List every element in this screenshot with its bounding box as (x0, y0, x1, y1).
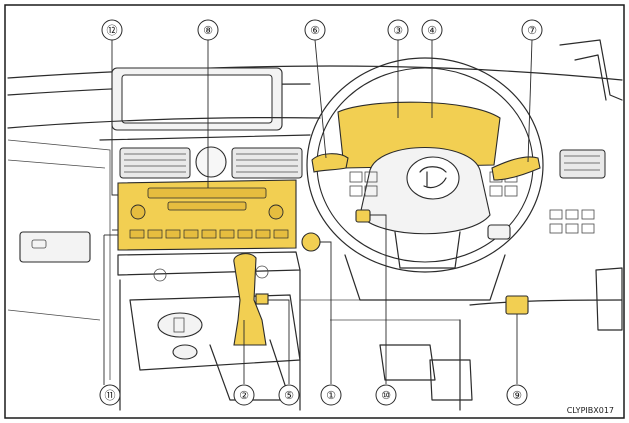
audio-climate-panel (117, 179, 297, 251)
dashboard-top-line (7, 117, 321, 129)
callout-8: ⑧ (197, 19, 219, 41)
parking-brake-pedal (505, 295, 529, 315)
svg-text:③: ③ (393, 24, 403, 37)
svg-text:⑤: ⑤ (284, 389, 294, 402)
image-code: CLYPIBX017 (567, 406, 614, 415)
svg-text:⑧: ⑧ (203, 24, 213, 37)
callout-5: ⑤ (278, 384, 300, 406)
callout-6: ⑥ (304, 19, 326, 41)
callout-markers: ⑫ ⑧ ⑥ ③ ④ ⑦ ⑪ ② ⑤ ① ⑩ ⑨ (99, 19, 543, 406)
center-display (111, 67, 283, 131)
leader-lines (207, 39, 533, 384)
svg-text:⑥: ⑥ (310, 24, 320, 37)
callout-10: ⑩ (375, 384, 397, 406)
left-stalk (311, 153, 349, 173)
svg-text:⑫: ⑫ (107, 24, 118, 37)
shift-lever (233, 253, 269, 346)
center-console (117, 251, 301, 401)
analog-clock (195, 146, 227, 178)
column-switch (355, 209, 371, 223)
center-vents (119, 146, 303, 179)
callout-7: ⑦ (521, 19, 543, 41)
callout-1: ① (320, 384, 342, 406)
meter-cluster (337, 101, 501, 169)
driver-side-panel (505, 149, 623, 331)
svg-text:①: ① (326, 389, 336, 402)
callout-4: ④ (421, 19, 443, 41)
steering-wheel (306, 57, 544, 301)
svg-text:②: ② (239, 389, 249, 402)
callout-3: ③ (387, 19, 409, 41)
right-stalk (491, 156, 541, 181)
callout-11: ⑪ (99, 384, 121, 406)
svg-text:④: ④ (427, 24, 437, 37)
svg-text:⑦: ⑦ (527, 24, 537, 37)
callout-9: ⑨ (506, 384, 528, 406)
callout-2: ② (233, 384, 255, 406)
wheel-emblem (406, 156, 460, 200)
svg-text:⑩: ⑩ (381, 389, 391, 402)
svg-text:⑪: ⑪ (105, 389, 116, 402)
outer-border (4, 4, 625, 419)
engine-switch (301, 232, 321, 252)
callout-12: ⑫ (101, 19, 123, 41)
pedals (379, 344, 473, 401)
svg-text:⑨: ⑨ (512, 389, 522, 402)
glovebox-handle (19, 231, 91, 263)
